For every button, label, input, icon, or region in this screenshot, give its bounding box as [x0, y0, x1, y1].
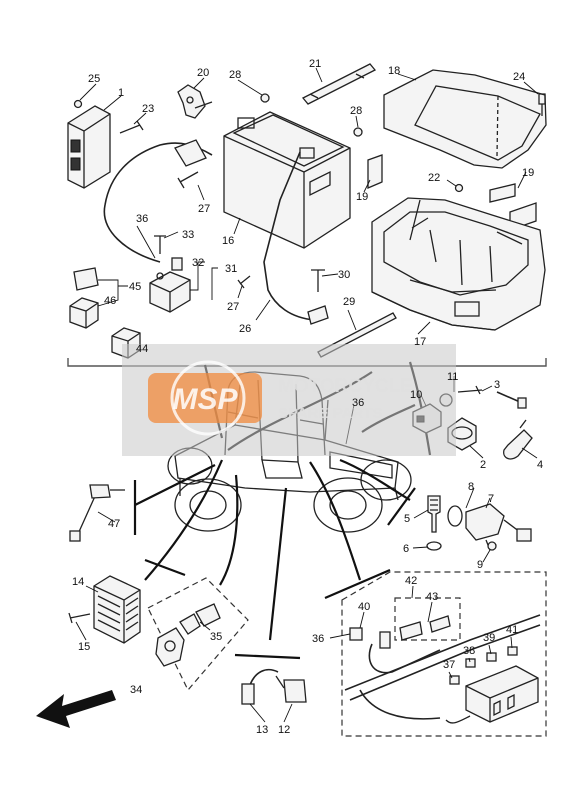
part-28-nut-a	[260, 93, 270, 103]
callout-37: 37	[443, 659, 455, 671]
switch-assembly	[155, 603, 221, 667]
callout-15: 15	[78, 641, 90, 653]
callout-9: 9	[477, 559, 483, 571]
box-cover	[383, 69, 547, 169]
part-37-41-connectors	[449, 646, 518, 685]
callout-38: 38	[463, 645, 475, 657]
callout-36-middle: 36	[352, 397, 364, 409]
callout-19-right: 19	[522, 167, 534, 179]
relay-46	[69, 297, 99, 329]
callout-8: 8	[468, 481, 474, 493]
fuse-box	[445, 665, 539, 724]
part-30-bolt	[311, 269, 325, 292]
frame-42-43	[394, 597, 461, 641]
callout-31: 31	[225, 263, 237, 275]
callout-11: 11	[447, 371, 458, 383]
part-20-bracket	[177, 84, 213, 119]
part-47-sensor	[69, 484, 125, 542]
callout-23: 23	[142, 103, 154, 115]
callout-26: 26	[239, 323, 251, 335]
callout-24: 24	[513, 71, 525, 83]
callout-45: 45	[129, 281, 141, 293]
callout-46: 46	[104, 295, 116, 307]
callout-36-lower: 36	[312, 633, 324, 645]
callout-29: 29	[343, 296, 355, 308]
part-19-pad-left	[367, 154, 383, 189]
callout-39: 39	[483, 632, 495, 644]
callout-32: 32	[192, 257, 204, 269]
harness-upper	[103, 142, 213, 263]
callout-17: 17	[414, 336, 426, 348]
speed-sensor	[241, 668, 307, 705]
callout-21: 21	[309, 58, 321, 70]
watermark: MSP MOTORCYCLE SPARE PARTS	[122, 344, 456, 456]
frame-harness	[341, 571, 547, 737]
callout-34: 34	[130, 684, 142, 696]
callout-33: 33	[182, 229, 194, 241]
harness-lower	[344, 614, 541, 720]
part-3-wire	[496, 391, 527, 409]
callout-30: 30	[338, 269, 350, 281]
part-33-bolt	[154, 235, 166, 254]
part-28-nut-b	[353, 127, 363, 137]
ecu-unit	[67, 105, 111, 189]
watermark-logo: MSP	[148, 360, 262, 436]
watermark-line1: MOTORCYCLE	[278, 376, 413, 397]
battery-cable	[263, 151, 316, 321]
frame-34	[147, 577, 249, 692]
relay-45	[73, 267, 99, 291]
callout-10: 10	[410, 389, 422, 401]
part-4-cap	[503, 419, 533, 460]
sensor-assembly	[447, 503, 532, 551]
starter-relay	[149, 271, 191, 313]
callout-5: 5	[404, 513, 410, 525]
callout-12: 12	[278, 724, 290, 736]
spark-plug	[426, 495, 442, 551]
callout-4: 4	[537, 459, 543, 471]
part-22-screw	[454, 183, 464, 193]
callout-16: 16	[222, 235, 234, 247]
callout-25: 25	[88, 73, 100, 85]
battery	[223, 111, 351, 249]
part-23-bolt	[119, 120, 144, 134]
watermark-logo-text: MSP	[172, 383, 238, 416]
callout-28-left: 28	[229, 69, 241, 81]
electrical-box	[371, 197, 546, 331]
part-32-clip	[171, 257, 183, 271]
callout-44: 44	[136, 343, 148, 355]
rectifier-regulator	[93, 575, 141, 644]
callout-40: 40	[358, 601, 370, 613]
callout-47: 47	[108, 518, 120, 530]
part-15-bolt	[68, 612, 91, 624]
part-25-nut	[73, 99, 83, 109]
callout-13: 13	[256, 724, 268, 736]
part-27-bolt-b	[237, 275, 251, 289]
callout-42: 42	[405, 575, 417, 587]
callout-19-left: 19	[356, 191, 368, 203]
callout-numbers: 1 2 3 4 5 6 7 8 9 10 11 12 13 14 15 16 1…	[72, 58, 543, 736]
callout-14: 14	[72, 576, 84, 588]
callout-1: 1	[118, 87, 124, 99]
part-24-clip	[538, 93, 546, 116]
part-21-strap	[301, 63, 377, 105]
leader-lines	[75, 67, 539, 723]
callout-27-upper: 27	[198, 203, 210, 215]
callout-3: 3	[494, 379, 500, 391]
callout-6: 6	[403, 543, 409, 555]
callout-28-right: 28	[350, 105, 362, 117]
watermark-line2: SPARE PARTS	[278, 405, 382, 422]
part-27-bolt-a	[177, 171, 199, 189]
callout-22: 22	[428, 172, 440, 184]
callout-36-upper: 36	[136, 213, 148, 225]
arrow-front-left-icon	[36, 690, 116, 728]
callout-35: 35	[210, 631, 222, 643]
callout-20: 20	[197, 67, 209, 79]
callout-43: 43	[426, 591, 438, 603]
callout-7: 7	[488, 493, 494, 505]
callout-27-lower: 27	[227, 301, 239, 313]
callout-18: 18	[388, 65, 400, 77]
callout-2: 2	[480, 459, 486, 471]
callout-41: 41	[506, 624, 518, 636]
